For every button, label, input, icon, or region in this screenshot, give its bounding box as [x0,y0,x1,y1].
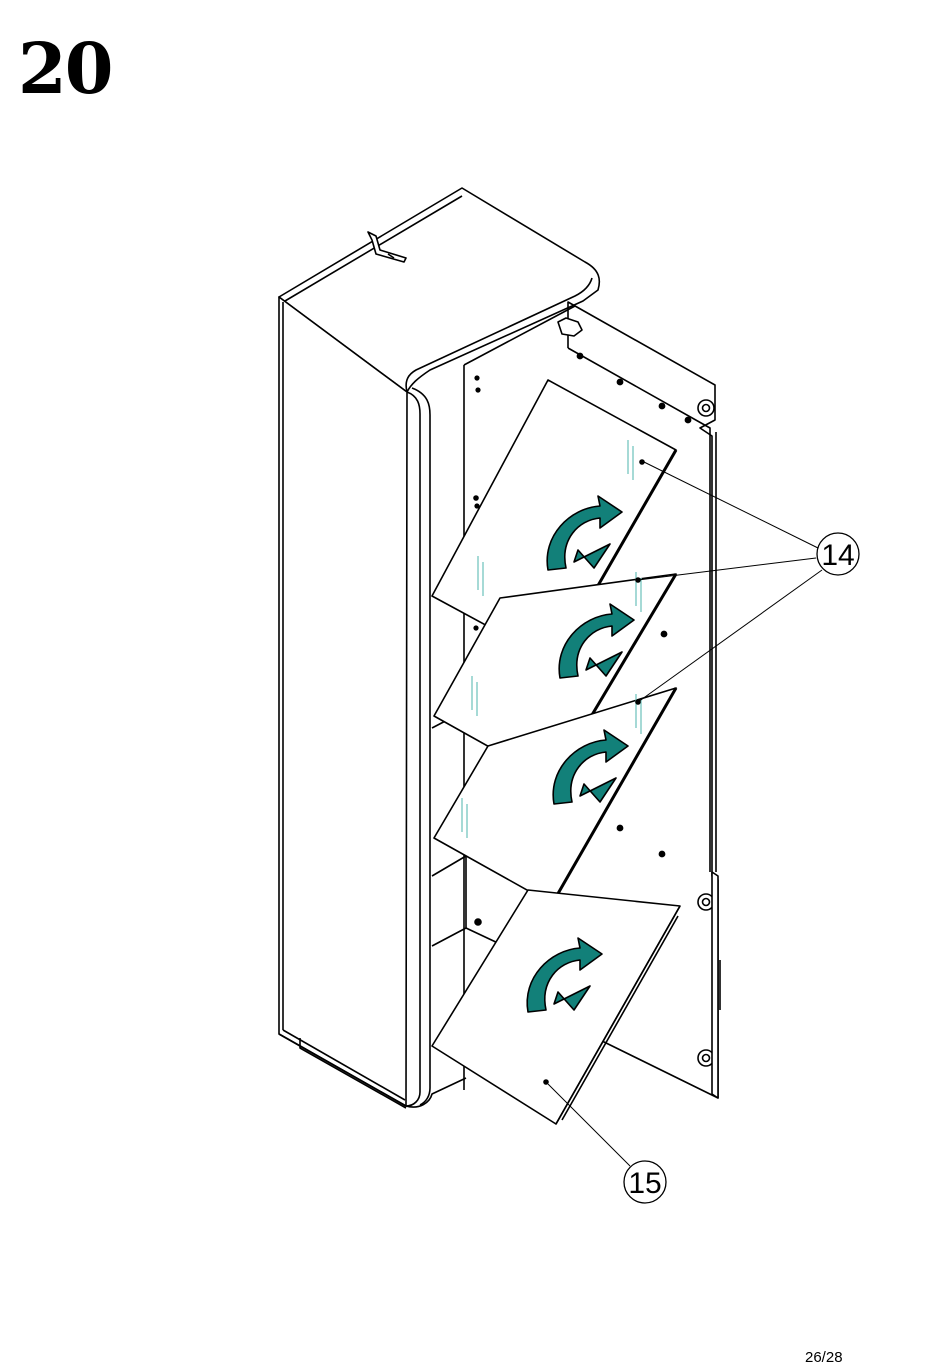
callout-14-label: 14 [821,539,854,572]
page-number: 26/28 [805,1350,843,1365]
bottom-shelf [432,890,680,1124]
callout-15-label: 15 [628,1167,661,1200]
